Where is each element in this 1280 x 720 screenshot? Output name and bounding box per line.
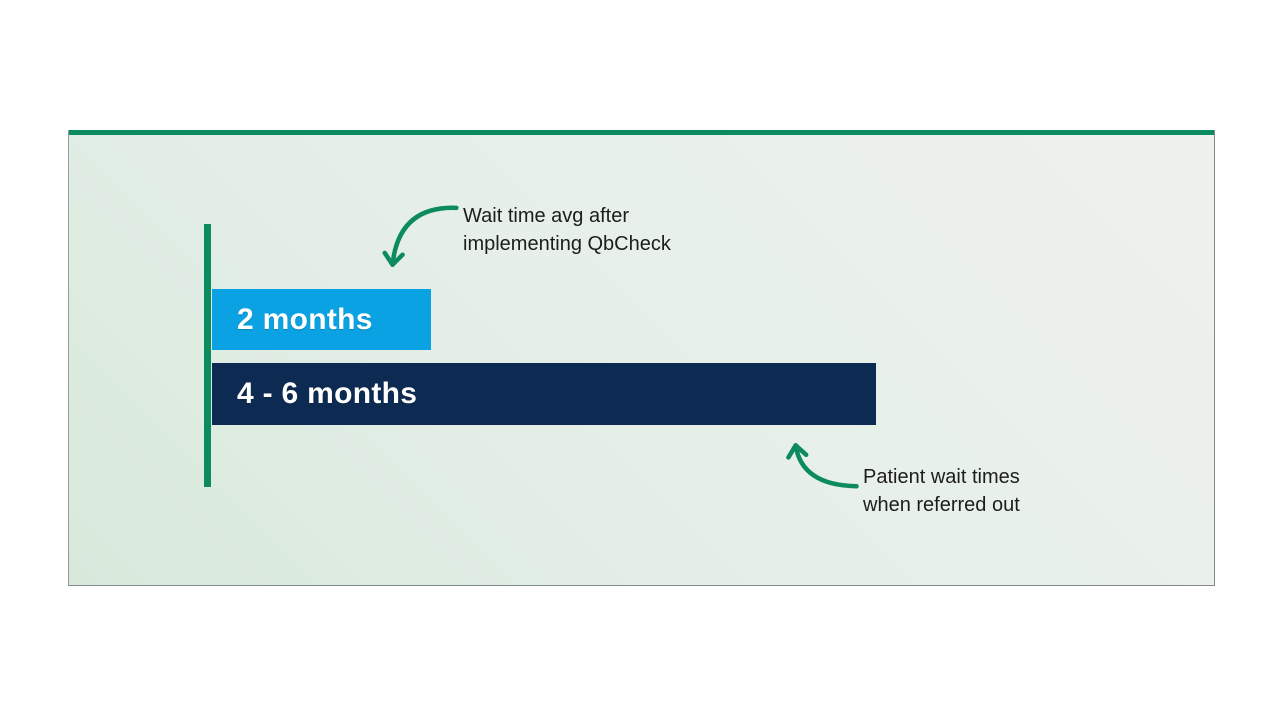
curved-arrow-to-navy-bar — [786, 443, 859, 489]
chart-axis-line — [204, 224, 211, 487]
bar-wait-time-qbcheck: 2 months — [212, 289, 431, 350]
curved-arrow-to-blue-bar — [382, 205, 459, 267]
annotation-referred-out: Patient wait times when referred out — [863, 463, 1020, 519]
annotation-qbcheck-line1: Wait time avg after — [463, 205, 629, 227]
chart-panel: 2 months 4 - 6 months Wait time avg afte… — [68, 130, 1215, 586]
annotation-qbcheck: Wait time avg after implementing QbCheck — [463, 202, 671, 258]
bar-wait-time-referred-out: 4 - 6 months — [212, 363, 876, 425]
annotation-referred-line2: when referred out — [863, 494, 1020, 516]
bar-label-referred-out: 4 - 6 months — [237, 377, 418, 410]
annotation-qbcheck-line2: implementing QbCheck — [463, 233, 671, 255]
arrow-layer — [382, 205, 859, 489]
bar-label-qbcheck: 2 months — [237, 302, 373, 336]
annotation-referred-line1: Patient wait times — [863, 466, 1020, 488]
top-accent-line — [69, 130, 1214, 135]
